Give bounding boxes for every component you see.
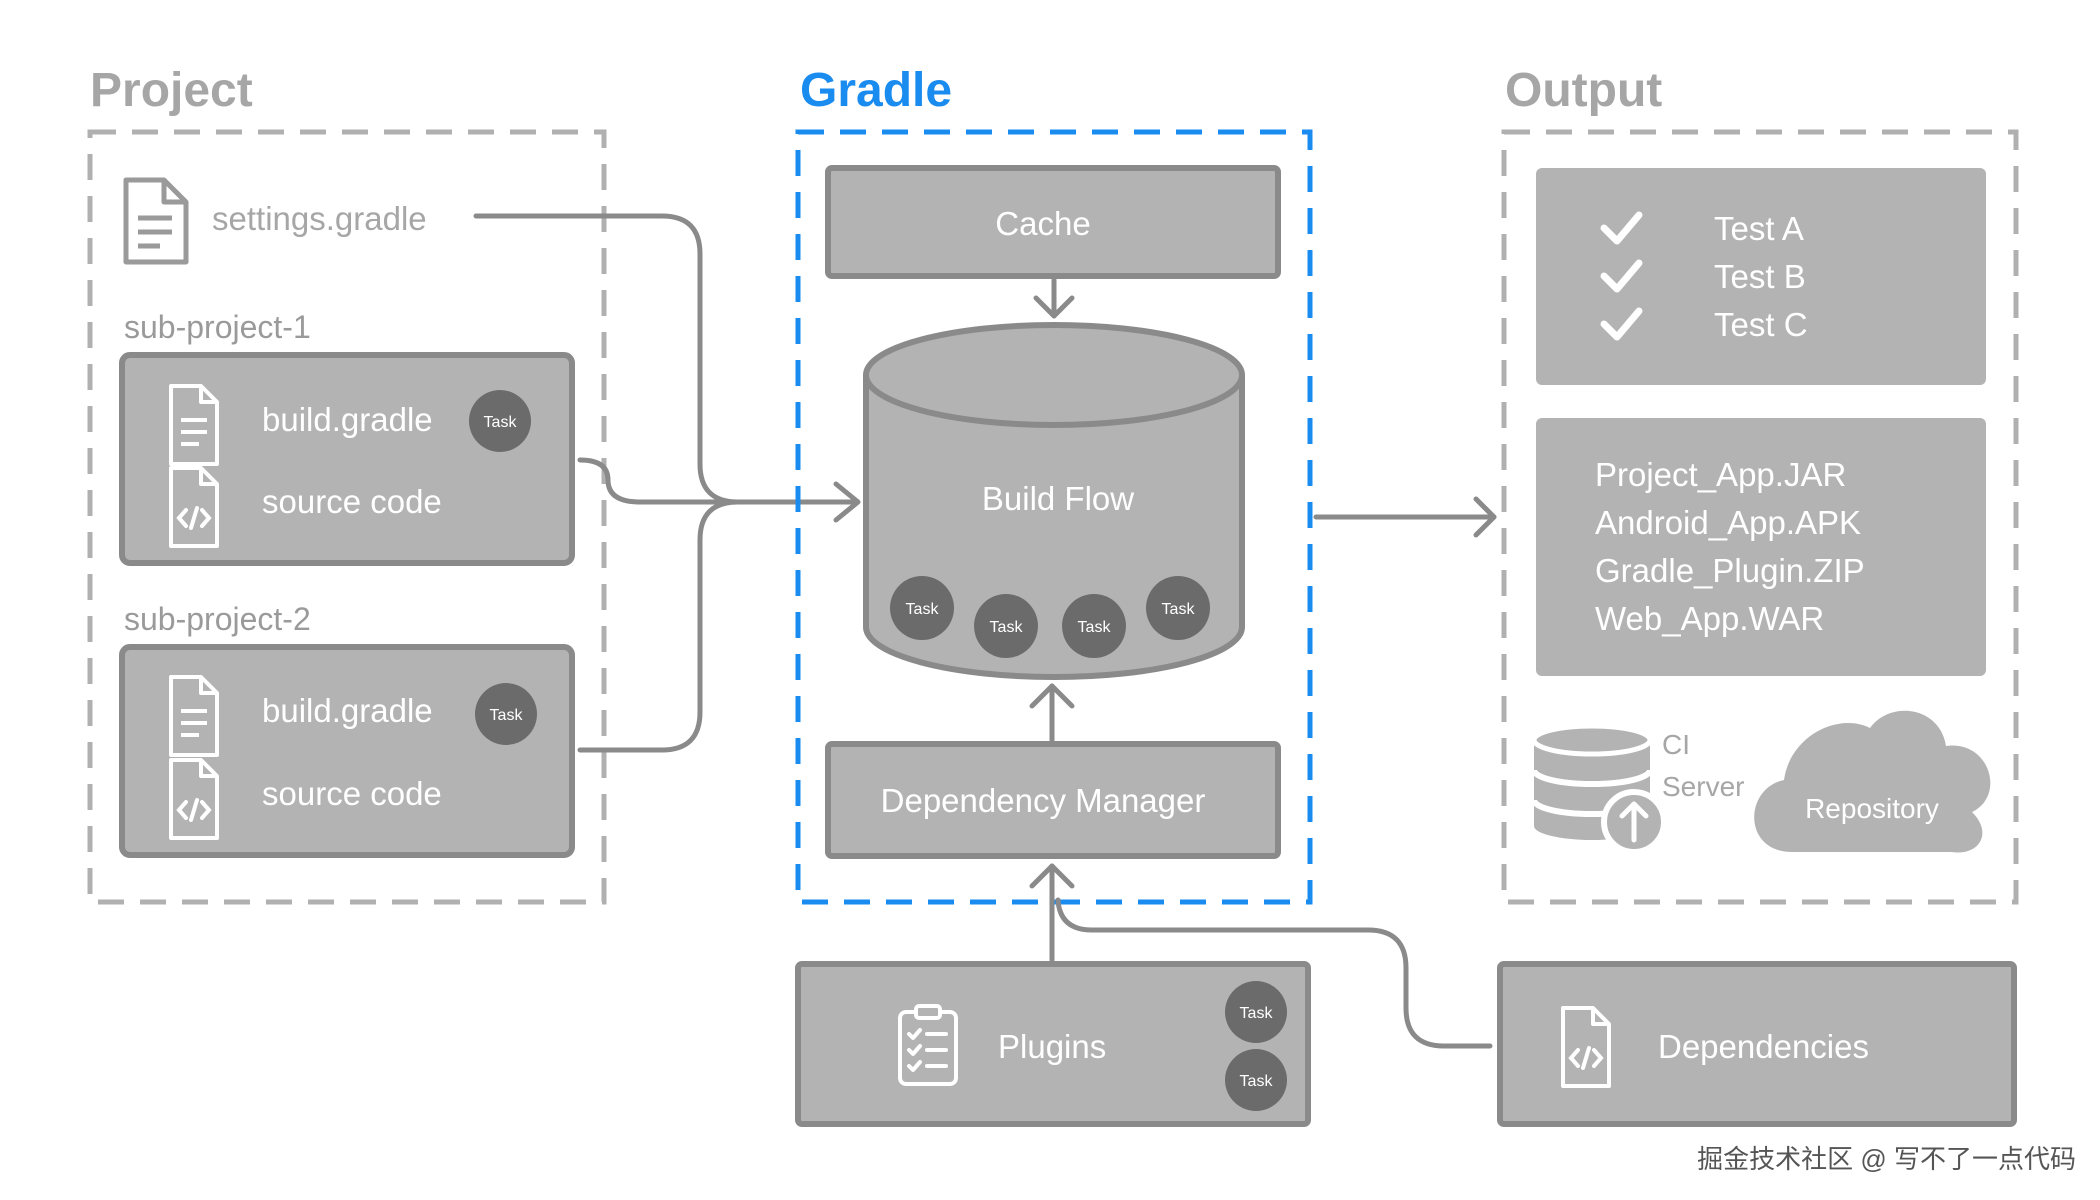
subproject-2-source: source code	[262, 775, 442, 812]
build-flow-label: Build Flow	[982, 480, 1134, 517]
artifact-item: Web_App.WAR	[1595, 600, 1824, 637]
test-item: Test A	[1714, 210, 1804, 247]
ci-server-label: Server	[1662, 771, 1744, 802]
gradle-title: Gradle	[800, 64, 952, 117]
task-badge-label: Task	[990, 619, 1024, 636]
task-badge	[974, 594, 1038, 658]
arrow-head	[833, 481, 861, 523]
test-item: Test B	[1714, 258, 1806, 295]
task-badge-label: Task	[1240, 1073, 1274, 1090]
tests-box	[1536, 168, 1986, 385]
cache-to-buildflow-arrow	[1033, 277, 1075, 319]
task-badge-label: Task	[490, 707, 524, 724]
check-icon	[1600, 307, 1643, 341]
task-badge	[475, 683, 537, 745]
task-badge-label: Task	[1078, 619, 1112, 636]
dependencies-box	[1497, 961, 2017, 1127]
task-badge	[1225, 1049, 1287, 1111]
cache-box	[825, 165, 1281, 279]
dependency-manager-box	[825, 741, 1281, 859]
project-container	[87, 129, 607, 905]
output-container	[1501, 129, 2019, 905]
task-badge-label: Task	[906, 601, 940, 618]
subproject-2-build-file: build.gradle	[262, 692, 433, 729]
artifact-item: Android_App.APK	[1595, 504, 1861, 541]
task-badge-label: Task	[1162, 601, 1196, 618]
project-to-gradle-connectors	[473, 213, 861, 753]
plugins-label: Plugins	[998, 1028, 1106, 1065]
task-badge-label: Task	[1240, 1005, 1274, 1022]
plugins-dependencies-connectors	[1029, 863, 1493, 1049]
settings-file-icon	[123, 177, 189, 265]
subproject-1-title: sub-project-1	[124, 309, 311, 345]
task-badge	[1146, 576, 1210, 640]
artifacts-box	[1536, 418, 1986, 676]
database-upload-icon	[1531, 723, 1667, 855]
task-badge	[890, 576, 954, 640]
subproject-1-source: source code	[262, 483, 442, 520]
task-badge	[1062, 594, 1126, 658]
test-item: Test C	[1714, 306, 1808, 343]
check-icon	[1600, 211, 1643, 245]
task-badge-label: Task	[484, 414, 518, 431]
dependency-manager-label: Dependency Manager	[881, 782, 1206, 819]
depmanager-to-buildflow-arrow	[1029, 683, 1075, 743]
task-badge	[469, 390, 531, 452]
ci-server-label: CI	[1662, 729, 1690, 760]
subproject-1-build-file: build.gradle	[262, 401, 433, 438]
gradle-to-output-arrow	[1313, 496, 1497, 538]
task-badge	[1225, 981, 1287, 1043]
check-icon	[1600, 259, 1643, 293]
cache-label: Cache	[995, 205, 1090, 242]
repository-label: Repository	[1805, 793, 1939, 824]
subproject-1-box	[119, 352, 575, 566]
artifact-item: Gradle_Plugin.ZIP	[1595, 552, 1865, 589]
cloud-icon	[1754, 710, 1991, 853]
watermark: 掘金技术社区 @ 写不了一点代码	[1697, 1144, 2076, 1174]
subproject-2-title: sub-project-2	[124, 601, 311, 637]
artifact-item: Project_App.JAR	[1595, 456, 1846, 493]
dependencies-label: Dependencies	[1658, 1028, 1869, 1065]
checklist-icon	[898, 1004, 958, 1086]
project-title: Project	[90, 64, 253, 117]
output-title: Output	[1505, 64, 1662, 117]
subproject-2-box	[119, 644, 575, 858]
settings-file-label: settings.gradle	[212, 200, 427, 237]
